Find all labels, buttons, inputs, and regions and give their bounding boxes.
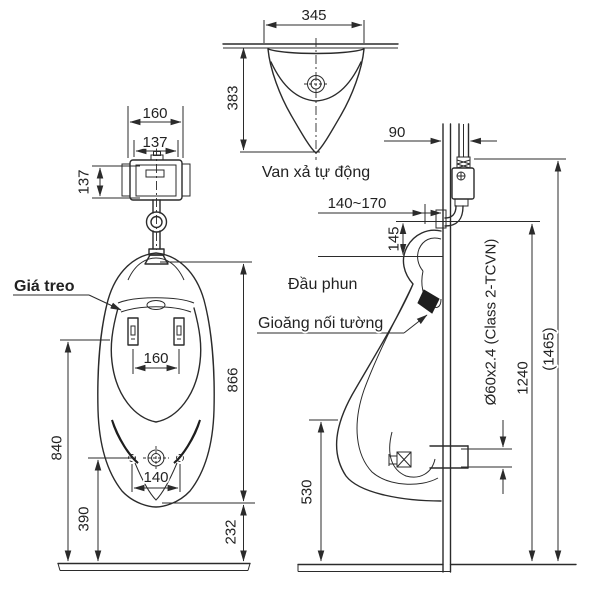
dim-inlet-height: 1240	[515, 361, 532, 394]
front-view-valve: 160 137 137	[74, 103, 191, 265]
dim-hole-spacing: 140	[143, 469, 168, 486]
label-hanger-bracket: Giá treo	[14, 278, 75, 295]
dim-top-depth: 383	[225, 85, 242, 110]
dim-top-width: 345	[301, 7, 326, 24]
dim-total-height: (1465)	[541, 327, 558, 370]
dim-drain-height: 390	[76, 506, 93, 531]
dim-valve-height: 137	[76, 169, 93, 194]
valve-linework	[92, 106, 191, 265]
top-view: 345 383 Van xả tự động	[222, 5, 399, 183]
dim-valve-width: 160	[142, 105, 167, 122]
side-view: 90 140~170 145 Đầu phun Gioăng nối tường…	[256, 122, 577, 573]
dim-bottom-to-floor: 232	[223, 519, 240, 544]
top-view-linework	[222, 20, 399, 160]
label-drain-pipe-spec: Ø60x2.4 (Class 2-TCVN)	[483, 239, 500, 406]
dim-body-height: 866	[225, 367, 242, 392]
label-auto-flush-valve: Van xả tự động	[262, 164, 370, 181]
front-view-urinal: Giá treo 160 140 866 232 840 390	[12, 252, 255, 571]
label-spray-head: Đầu phun	[288, 276, 357, 293]
dim-front-edge-height: 530	[299, 479, 316, 504]
dim-valve-inner-width: 137	[142, 134, 167, 151]
side-view-linework	[257, 123, 577, 573]
front-urinal-linework	[13, 252, 255, 571]
label-wall-gasket: Gioăng nối tường	[258, 315, 383, 332]
dim-pipe-offset: 90	[389, 124, 406, 141]
dim-spud-range: 140~170	[328, 195, 387, 212]
dim-rim-height: 840	[49, 435, 66, 460]
dim-spud-to-spray: 145	[386, 226, 403, 251]
dim-bracket-spacing: 160	[143, 350, 168, 367]
